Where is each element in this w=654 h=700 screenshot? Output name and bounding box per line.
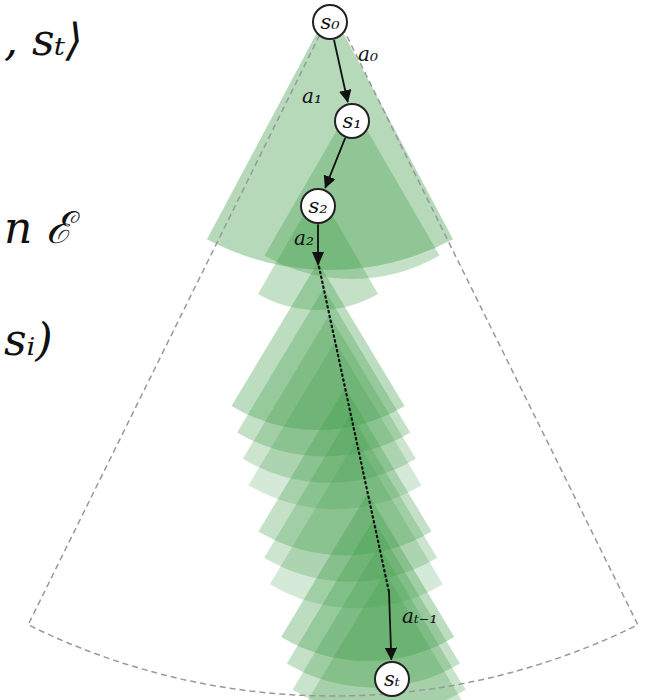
arrow-segment: [334, 41, 348, 102]
state-label: s₂: [308, 196, 327, 217]
state-label: s₀: [320, 12, 339, 33]
action-label: a₀: [358, 44, 378, 64]
math-fragment: n ℰ: [4, 206, 73, 250]
action-label: a₂: [294, 228, 314, 248]
state-label: s₁: [342, 111, 361, 132]
action-arrow: [334, 41, 348, 102]
state-label: sₜ: [384, 669, 400, 690]
action-label: aₜ₋₁: [402, 606, 437, 626]
arrow-segment: [389, 592, 391, 659]
action-arrow: [325, 139, 345, 188]
state-circle: s₂: [300, 188, 336, 224]
state-circle: s₀: [312, 4, 348, 40]
arrow-segment: [318, 262, 389, 592]
action-label: a₁: [302, 86, 322, 106]
state-circle: s₁: [334, 103, 370, 139]
reachable-fan: [298, 572, 471, 700]
outer-cone: [28, 8, 638, 696]
arrow-segment: [317, 225, 319, 262]
math-fragment: , sₜ⟩: [4, 18, 83, 62]
action-arrow: [318, 225, 391, 659]
arrow-segment: [325, 139, 345, 188]
math-fragment: sᵢ): [4, 318, 53, 362]
state-circle: sₜ: [374, 661, 410, 697]
